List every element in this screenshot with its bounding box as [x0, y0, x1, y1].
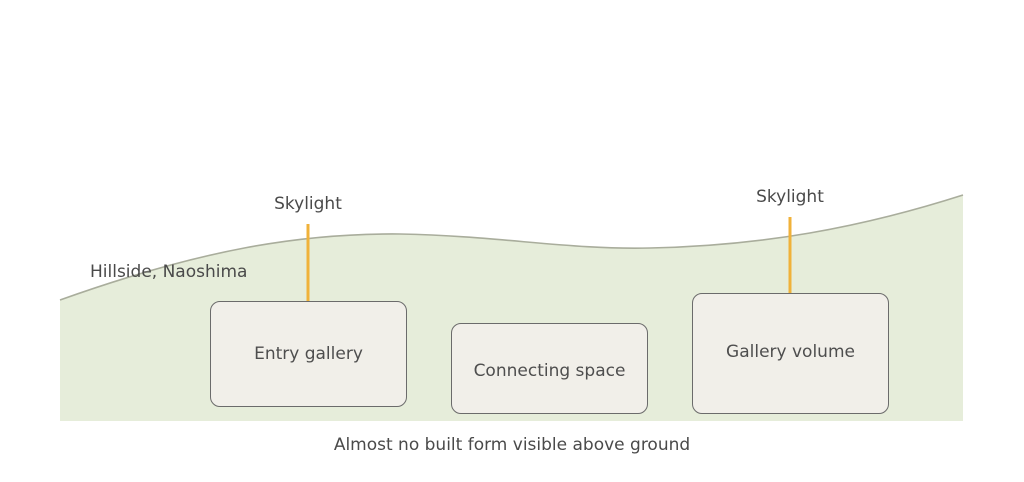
diagram-caption: Almost no built form visible above groun… [333, 435, 691, 455]
room-connecting-space: Connecting space [451, 323, 648, 414]
site-label: Hillside, Naoshima [90, 262, 248, 282]
room-entry-gallery: Entry gallery [210, 301, 407, 407]
room-connecting-space-label: Connecting space [473, 360, 626, 381]
room-entry-gallery-label: Entry gallery [254, 344, 363, 364]
room-gallery-volume: Gallery volume [692, 293, 889, 414]
skylight-label-right: Skylight [756, 187, 824, 207]
skylight-label-left: Skylight [274, 194, 342, 214]
ground-surface-line [59, 194, 964, 301]
room-gallery-volume-label: Gallery volume [726, 341, 855, 362]
